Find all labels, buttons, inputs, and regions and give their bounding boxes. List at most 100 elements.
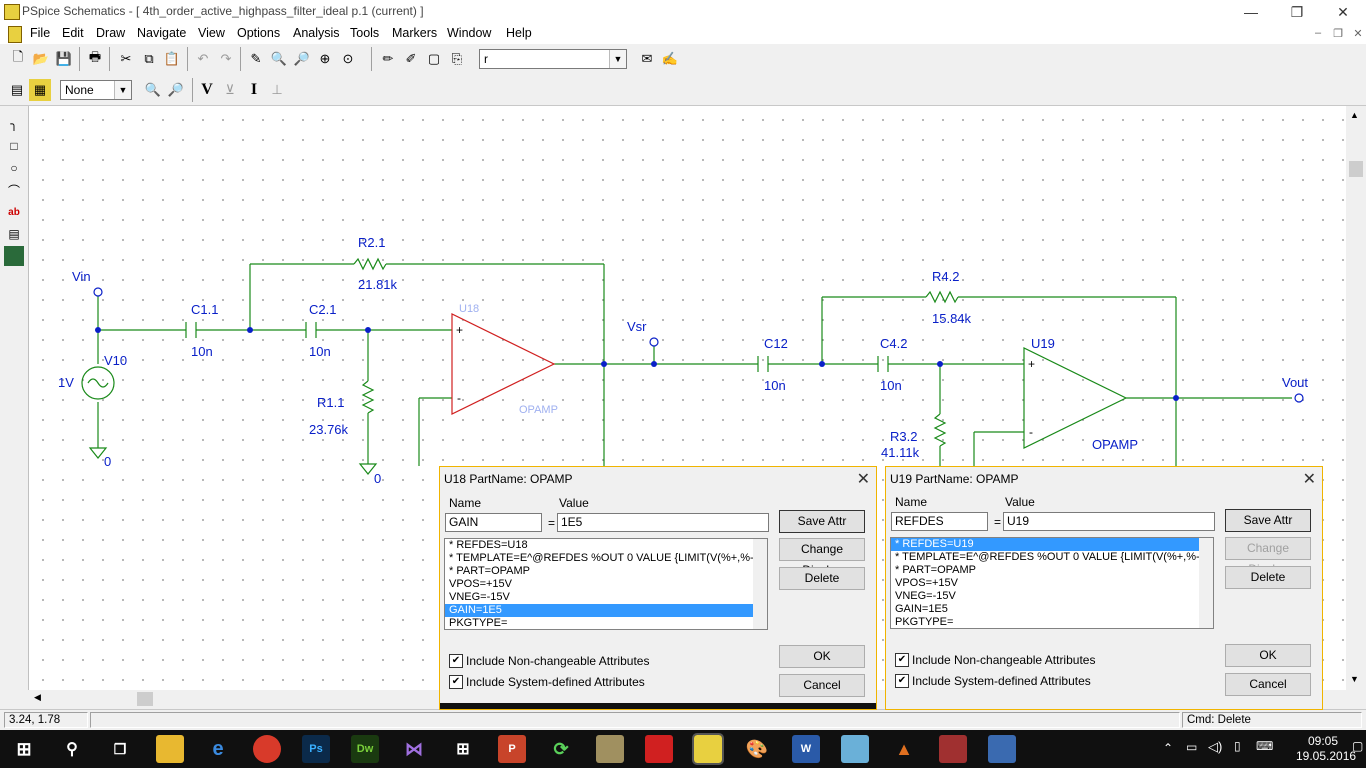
menu-tools[interactable]: Tools [350,26,380,40]
sync-icon[interactable]: ⟳ [553,738,569,759]
list-item[interactable]: VNEG=-15V [449,591,510,603]
polyline-icon[interactable]: ⌒ [7,183,20,198]
menu-markers[interactable]: Markers [392,26,438,40]
network-icon[interactable]: ▭ [1186,740,1198,754]
label-u19[interactable]: U19 [1031,336,1055,351]
edit-symbol-icon[interactable]: ✍ [661,51,679,66]
attribute-name-field[interactable]: GAIN [445,513,542,532]
close-icon[interactable]: ✕ [856,471,870,488]
print-icon[interactable]: 🖶 [88,49,102,64]
clock-date[interactable]: 19.05.2016 [1296,749,1357,763]
list-item[interactable]: * TEMPLATE=E^@REFDES %OUT 0 VALUE {LIMIT… [895,551,1200,563]
label-r3[interactable]: R3.2 [890,429,917,444]
box-icon[interactable]: □ [10,139,18,153]
menu-file[interactable]: File [30,26,51,40]
language-icon[interactable]: ▯ [1234,739,1241,753]
notes-icon[interactable] [841,735,869,763]
open-icon[interactable]: 📂 [32,51,50,66]
tray-chevron-icon[interactable]: ⌃ [1163,741,1174,755]
label-vout[interactable]: Vout [1282,375,1308,390]
list-item[interactable]: * PART=OPAMP [895,564,976,576]
menu-help[interactable]: Help [506,26,532,40]
draw-block-icon[interactable]: ▢ [427,51,441,66]
probe-area-icon[interactable]: 🔎 [167,82,185,97]
change-display-button[interactable]: Change Display [1225,537,1311,576]
close-button[interactable]: ✕ [1337,4,1349,20]
list-item[interactable]: PKGTYPE= [449,617,508,629]
list-item[interactable]: PKGTYPE= [895,616,954,628]
schematic-app-icon[interactable] [596,735,624,763]
zoom-area-icon[interactable]: ⊕ [319,51,331,66]
label-r1[interactable]: R1.1 [317,395,344,410]
pspice-schematics-icon[interactable] [692,733,724,765]
label-c4-value[interactable]: 10n [880,378,902,393]
label-r3-value[interactable]: 41.11k [881,445,920,460]
label-vsr[interactable]: Vsr [627,319,647,334]
setup-icon[interactable]: ▤ [10,82,24,97]
label-v10-value[interactable]: 1V [58,375,74,390]
picture-icon[interactable] [4,246,24,266]
matlab-icon[interactable]: ▲ [895,738,913,759]
visual-studio-icon[interactable]: ⋈ [405,738,423,759]
list-scrollbar[interactable] [1199,538,1213,628]
current-marker-icon[interactable]: I [250,81,258,98]
circle-icon[interactable]: ○ [10,161,18,175]
redraw-icon[interactable]: ✎ [250,51,262,66]
device-manager-icon[interactable] [939,735,967,763]
word-icon[interactable]: W [792,735,820,763]
display-combo[interactable]: None ▼ [60,80,132,100]
chevron-down-icon[interactable]: ▼ [114,81,131,99]
mdi-restore-icon[interactable]: ❐ [1333,28,1343,40]
get-part-icon[interactable]: ⎘ [451,51,463,66]
scroll-down-icon[interactable]: ▼ [1350,674,1359,684]
label-r1-value[interactable]: 23.76k [309,422,349,437]
label-vin[interactable]: Vin [72,269,91,284]
mdi-minimize-icon[interactable]: – [1314,27,1322,39]
close-icon[interactable]: ✕ [1302,471,1316,488]
label-c4[interactable]: C4.2 [880,336,907,351]
list-item[interactable]: * REFDES=U18 [449,539,528,551]
label-c12-value[interactable]: 10n [764,378,786,393]
include-nonchangeable-checkbox[interactable]: ✔ [895,653,909,667]
menu-edit[interactable]: Edit [62,26,84,40]
list-item-selected[interactable]: * REFDES=U19 [891,538,1213,551]
mdi-close-icon[interactable]: ✕ [1353,28,1363,40]
change-display-button[interactable]: Change Display [779,538,865,577]
textbox-icon[interactable]: ▤ [8,227,20,241]
save-attr-button[interactable]: Save Attr [1225,509,1311,532]
menu-analysis[interactable]: Analysis [293,26,340,40]
dreamweaver-icon[interactable]: Dw [351,735,379,763]
draw-wire-icon[interactable]: ✏ [382,51,394,66]
store-icon[interactable]: ⊞ [456,741,470,758]
redo-icon[interactable]: ↷ [220,51,232,66]
include-nonchangeable-checkbox[interactable]: ✔ [449,654,463,668]
voltage-diff-marker-icon[interactable]: ⊻ [225,82,235,97]
attribute-list[interactable]: * REFDES=U18 * TEMPLATE=E^@REFDES %OUT 0… [444,538,768,630]
list-item[interactable]: GAIN=1E5 [895,603,948,615]
list-item[interactable]: * TEMPLATE=E^@REFDES %OUT 0 VALUE {LIMIT… [449,552,754,564]
edit-attributes-icon[interactable]: ✉ [641,51,653,66]
menu-window[interactable]: Window [447,26,492,40]
save-icon[interactable]: 💾 [55,51,73,66]
powerpoint-icon[interactable]: P [498,735,526,763]
voltage-marker-icon[interactable]: V [201,81,213,98]
list-item[interactable]: VPOS=+15V [449,578,512,590]
paint-icon[interactable]: 🎨 [745,738,769,759]
cancel-button[interactable]: Cancel [1225,673,1311,696]
label-u18-part[interactable]: OPAMP [519,404,558,416]
schematic-canvas[interactable]: Vin C1.1 10n R2.1 21.81k C2.1 10n V10 1V… [29,106,1346,690]
ok-button[interactable]: OK [779,645,865,668]
restore-button[interactable]: ❐ [1290,4,1304,20]
menu-navigate[interactable]: Navigate [137,26,187,40]
label-v10[interactable]: V10 [104,353,127,368]
paste-icon[interactable]: 📋 [163,51,181,66]
task-view-icon[interactable]: ❐ [113,740,127,757]
include-system-checkbox[interactable]: ✔ [449,675,463,689]
save-attr-button[interactable]: Save Attr [779,510,865,533]
keyboard-icon[interactable]: ⌨ [1256,739,1274,753]
simulate-icon[interactable]: ▦ [29,79,51,101]
label-u19-part[interactable]: OPAMP [1092,437,1138,452]
list-item[interactable]: VNEG=-15V [895,590,956,602]
new-icon[interactable]: 🗋 [12,49,24,64]
list-item[interactable]: * PART=OPAMP [449,565,530,577]
